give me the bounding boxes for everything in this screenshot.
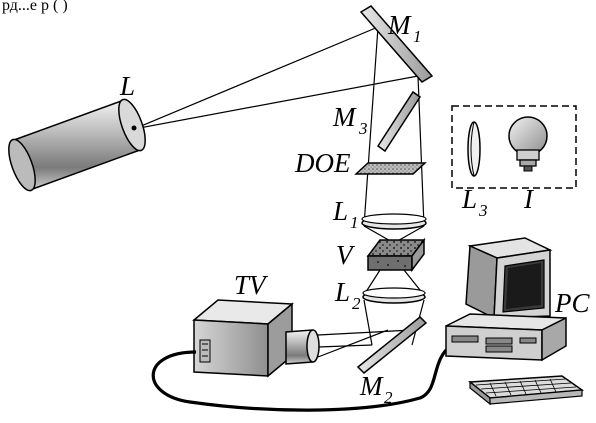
label-m1-sub: 1 [413,27,422,46]
laser-cylinder [8,98,146,192]
lens-l1 [361,213,427,244]
pc-monitor [465,237,553,329]
label-l1-sub: 1 [350,213,359,232]
vessel-v [366,237,426,273]
mirror-m1 [359,5,434,83]
label-tv: TV [234,270,269,300]
label-l3-sub: 3 [478,201,488,220]
mirror-m3 [376,90,422,153]
label-l2-main: L [334,277,350,307]
cropped-top-text: рд...е р ( ) [2,0,68,14]
pc-keyboard [468,375,585,406]
lens-l2 [362,269,426,304]
inset-box [451,105,577,189]
label-m3-sub: 3 [358,119,368,138]
label-laser: L [119,71,135,101]
label-m2-main: M [359,371,384,401]
label-l1-main: L [332,196,348,226]
label-pc: PC [554,288,590,318]
lamp-bulb-icon [508,116,548,172]
mirror-m2 [356,315,428,375]
label-doe: DOE [294,148,351,178]
label-l3-main: L [461,184,477,214]
label-m2-sub: 2 [384,388,393,407]
tv-camera [192,299,320,378]
lens-l3 [467,121,481,177]
label-l2-sub: 2 [352,294,361,313]
doe-plate [354,162,427,175]
label-m1-main: M [387,10,412,40]
label-lamp: I [523,184,535,214]
label-vessel: V [336,240,356,270]
label-m3-main: M [332,102,357,132]
pc-case [445,313,567,362]
